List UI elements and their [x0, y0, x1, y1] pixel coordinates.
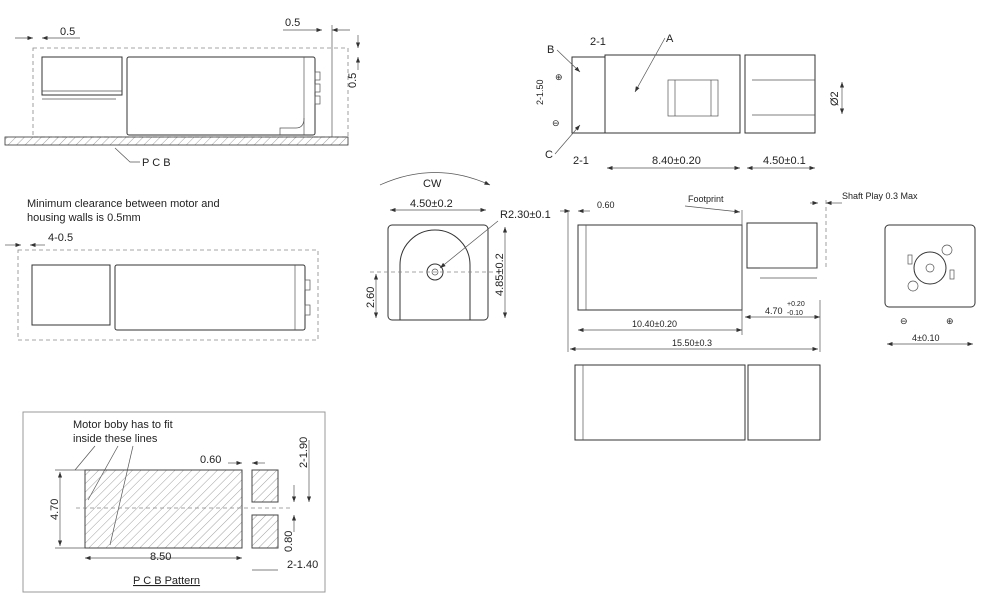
clearance-note-line2: housing walls is 0.5mm	[27, 212, 141, 224]
dim-offset: 0.60	[597, 200, 615, 210]
pcb-note-line1: Motor boby has to fit	[73, 419, 173, 431]
shaft-play: Shaft Play 0.3 Max	[842, 191, 918, 201]
minus-terminal: ⊖	[552, 118, 560, 128]
dim-top: 0.5	[347, 73, 359, 88]
side-clearance-view: 0.5 0.5 0.5 P C B	[4, 17, 361, 169]
pcb-label: P C B	[142, 157, 171, 169]
dim-width: 4±0.10	[912, 333, 939, 343]
label-b: B	[547, 44, 554, 56]
rotation-label: CW	[423, 178, 442, 190]
label-c: C	[545, 149, 553, 161]
dim-footprint: 10.40±0.20	[632, 319, 677, 329]
dim-center: 2.60	[365, 287, 377, 308]
dim-length: 8.50	[150, 551, 171, 563]
end-view: ⊖ ⊕ 4±0.10	[884, 224, 976, 347]
dim-shaft-block: 4.50±0.1	[763, 155, 806, 167]
footprint-label: Footprint	[688, 194, 724, 204]
pcb-note-line2: inside these lines	[73, 433, 158, 445]
dim-total: 15.50±0.3	[672, 338, 712, 348]
pcb-pattern-title: P C B Pattern	[133, 575, 200, 587]
motor-pad	[84, 469, 243, 549]
dim-terminal-bottom: 2-1	[573, 155, 589, 167]
shaft-block	[41, 56, 123, 96]
dim-gap: 0.60	[200, 454, 221, 466]
top-view: ⊕ ⊖ A B C 2-1 2-1 2-1.50 8.40±0.20 4.50±…	[535, 33, 845, 171]
dim-right: 0.5	[285, 17, 300, 29]
dim-radius: R2.30±0.1	[500, 209, 551, 221]
dim-terminal-top: 2-1	[590, 36, 606, 48]
dim-pad-height: 2-1.90	[298, 437, 310, 468]
dim-height: 4.85±0.2	[494, 253, 506, 296]
side-view: 0.60 Footprint Shaft Play 0.3 Max 10.40±…	[560, 191, 918, 352]
bottom-view	[574, 364, 821, 441]
dim-left: 0.5	[60, 26, 75, 38]
dim-shaft: 4.70	[765, 306, 783, 316]
clearance-note-line1: Minimum clearance between motor and	[27, 198, 220, 210]
pcb	[4, 136, 349, 146]
dim-body: 8.40±0.20	[652, 155, 701, 167]
dim-terminal-pitch: 2-1.50	[535, 79, 545, 105]
dim-pad-gap: 0.80	[283, 531, 295, 552]
dim-width: 4.50±0.2	[410, 198, 453, 210]
plus-terminal: ⊕	[555, 72, 563, 82]
dim-shaft-tol-plus: +0.20	[787, 301, 805, 308]
dim-shaft-tol-minus: -0.10	[787, 310, 803, 317]
plus-terminal: ⊕	[946, 316, 954, 326]
motor-body	[126, 56, 316, 136]
dim-clearance: 4-0.5	[48, 232, 73, 244]
minus-terminal: ⊖	[900, 316, 908, 326]
front-view: CW 4.50±0.2 R2.30±0.1 2.60 4.85±0.2	[365, 172, 551, 321]
top-clearance-view: 4-0.5	[5, 232, 319, 341]
dim-shaft-dia: Ø2	[829, 91, 841, 106]
label-a: A	[666, 33, 674, 45]
terminal-pad	[251, 514, 279, 549]
terminal-pad	[251, 469, 279, 503]
dim-height: 4.70	[49, 499, 61, 520]
dim-pad-width: 2-1.40	[287, 559, 318, 571]
pcb-pattern-view: Motor boby has to fit inside these lines…	[22, 411, 326, 593]
